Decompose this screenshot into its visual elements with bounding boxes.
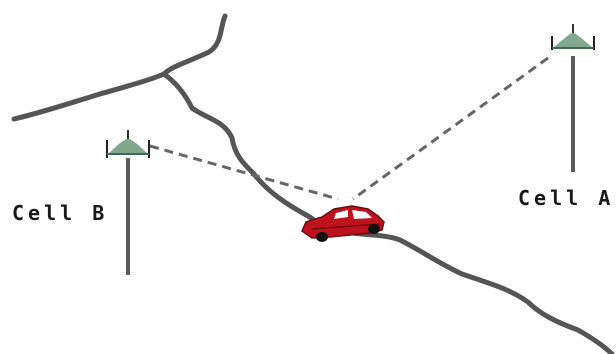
antenna-tower-icon [107, 130, 149, 158]
car-wheel-front [316, 232, 328, 242]
roads [14, 16, 612, 354]
car-wheel-rear [368, 224, 380, 234]
road-main [164, 16, 612, 354]
cell-a-label: Cell A [518, 186, 614, 210]
signal-lines [150, 58, 548, 199]
road-branch [14, 74, 164, 119]
signal-line-cell-a [353, 58, 548, 199]
antenna-tower-icon [552, 24, 594, 50]
tower-cell-b [107, 130, 149, 275]
cell-b-label: Cell B [12, 201, 108, 225]
tower-cell-a [552, 24, 594, 172]
signal-line-cell-b [150, 146, 338, 199]
